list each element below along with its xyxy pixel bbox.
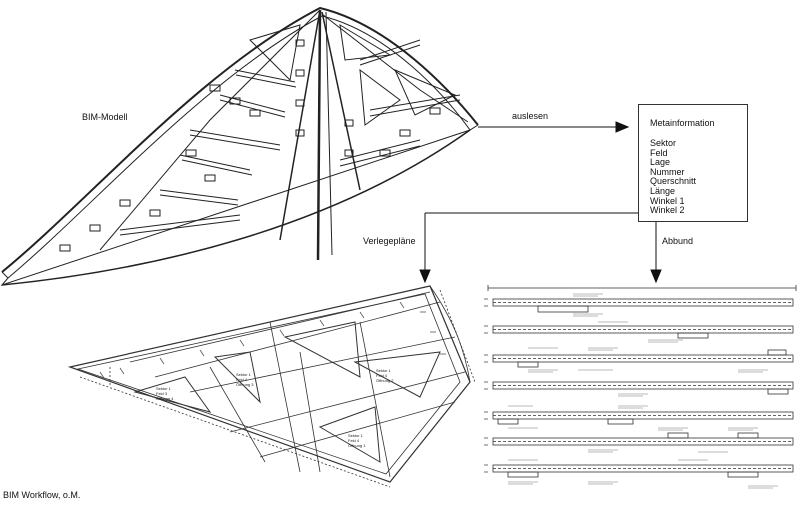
meta-item: Querschnitt [650,176,697,187]
plan-tag: Sektor 1 [236,372,252,377]
laying-plan-drawing: Sektor 1 Feld 3 Öffnung 4 Sektor 1 Feld … [67,285,475,488]
plan-tag: Feld 4 [348,438,360,443]
bim-model-label: BIM-Modell [82,112,128,122]
plan-tag: Öffnung 4 [156,396,174,401]
plan-tag: Öffnung 3 [236,382,254,387]
laying-plans-label: Verlegepläne [363,236,416,246]
plan-tag: Sektor 1 [348,433,364,438]
plan-tag: Sektor 1 [156,386,172,391]
metainformation-box: Metainformation Sektor Feld Lage Nummer … [638,104,748,222]
meta-item: Sektor [650,138,677,148]
plan-tag: Feld 3 [156,391,168,396]
meta-item: Lage [650,157,671,168]
joinery-drawing [484,285,797,489]
meta-item: Feld [650,147,668,158]
meta-item: Winkel 2 [650,205,685,216]
plan-tag: Feld 4 [236,377,248,382]
meta-item: Winkel 1 [650,195,685,206]
joinery-label: Abbund [662,236,694,246]
flow-arrows [419,121,662,284]
plan-tag: Sektor 1 [376,368,392,373]
plan-tag: Öffnung 1 [348,443,366,448]
meta-item: Länge [650,185,676,196]
plan-tag: Öffnung 2 [376,378,394,383]
metainformation-title: Metainformation [650,118,715,128]
bim-model-drawing [0,6,479,287]
figure-caption: BIM Workflow, o.M. [3,490,81,500]
plan-tag: Feld 4 [376,373,388,378]
metainformation-list: Sektor Feld Lage Nummer Querschnitt Läng… [650,138,697,216]
read-out-label: auslesen [512,111,549,121]
meta-item: Nummer [650,166,685,177]
